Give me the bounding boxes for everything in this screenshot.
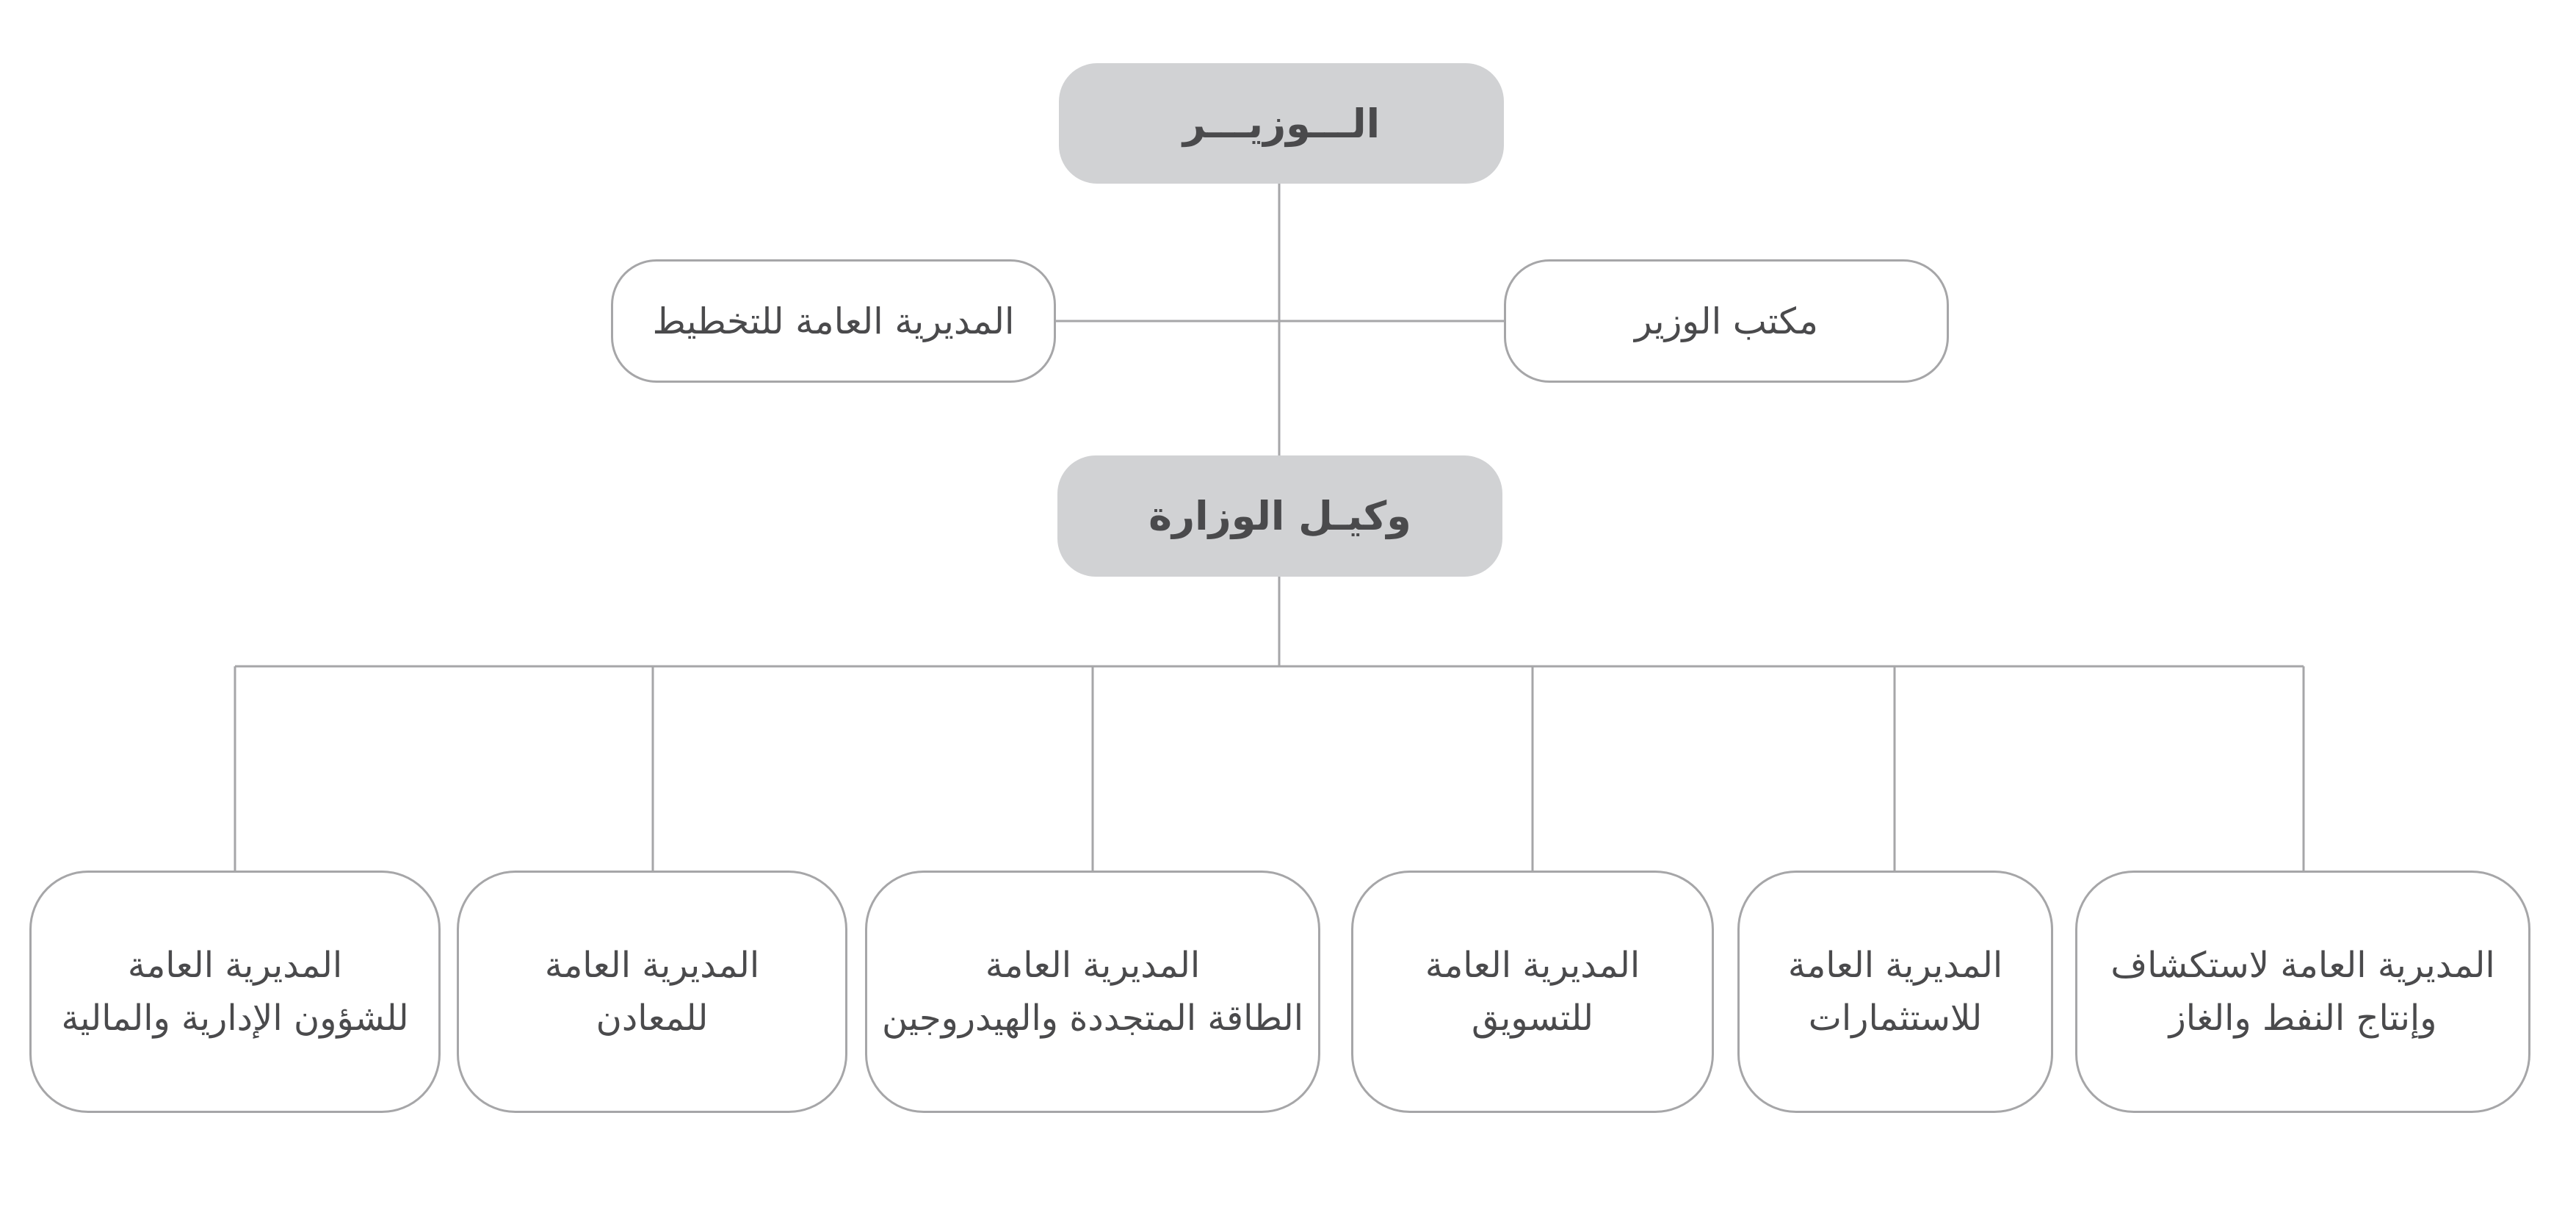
directorate-oil-gas-box: المديرية العامة لاستكشاف وإنتاج النفط وا…: [2075, 871, 2530, 1113]
directorate-admin-finance-line1: المديرية العامة: [127, 945, 343, 986]
directorate-investments-line2: للاستثمارات: [1808, 998, 1983, 1039]
directorate-minerals-line1: المديرية العامة: [544, 945, 760, 986]
directorate-investments-line1: المديرية العامة: [1787, 945, 2003, 986]
directorate-admin-finance-line2: للشؤون الإدارية والمالية: [61, 998, 409, 1039]
directorate-oil-gas-line2: وإنتاج النفط والغاز: [2168, 998, 2437, 1039]
directorate-investments-box: المديرية العامة للاستثمارات: [1737, 871, 2053, 1113]
undersecretary-box: وكيـل الوزارة: [1057, 455, 1502, 577]
directorate-marketing-box: المديرية العامة للتسويق: [1351, 871, 1714, 1113]
minister-office-label: مكتب الوزير: [1635, 300, 1818, 342]
directorate-marketing-line1: المديرية العامة: [1425, 945, 1640, 986]
planning-directorate-box: المديرية العامة للتخطيط: [611, 259, 1056, 383]
directorate-admin-finance-box: المديرية العامة للشؤون الإدارية والمالية: [29, 871, 441, 1113]
directorate-renewable-energy-box: المديرية العامة الطاقة المتجددة والهيدرو…: [865, 871, 1320, 1113]
directorate-renewable-energy-line2: الطاقة المتجددة والهيدروجين: [881, 998, 1304, 1039]
directorate-marketing-line2: للتسويق: [1472, 998, 1594, 1039]
minister-box: الـــوزيـــر: [1059, 63, 1504, 184]
directorate-minerals-box: المديرية العامة للمعادن: [457, 871, 847, 1113]
directorate-renewable-energy-line1: المديرية العامة: [985, 945, 1201, 986]
minister-office-box: مكتب الوزير: [1504, 259, 1949, 383]
planning-directorate-label: المديرية العامة للتخطيط: [652, 300, 1015, 342]
minister-label: الـــوزيـــر: [1182, 100, 1381, 147]
undersecretary-label: وكيـل الوزارة: [1148, 493, 1411, 539]
directorate-minerals-line2: للمعادن: [596, 998, 709, 1039]
directorate-oil-gas-line1: المديرية العامة لاستكشاف: [2110, 945, 2495, 986]
